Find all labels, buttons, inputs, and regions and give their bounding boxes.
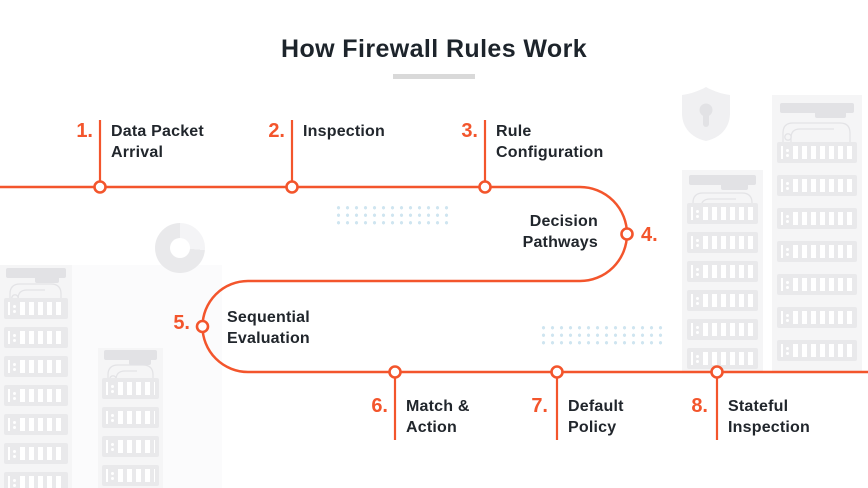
donut-chart-icon [155, 223, 205, 273]
rack-header-tab [720, 185, 749, 190]
rack-unit [686, 290, 759, 311]
server-rack-illustration [98, 348, 163, 488]
rack-unit [777, 274, 857, 295]
step-3-number: 3. [461, 120, 478, 142]
rack-unit [777, 208, 857, 229]
rack-header-bar [103, 350, 158, 360]
rack-header-tab [129, 360, 152, 365]
rack-unit [686, 319, 759, 340]
step-5-number: 5. [173, 312, 190, 334]
rack-header-bar [6, 268, 66, 278]
rack-unit [101, 407, 160, 428]
rack-cables [782, 122, 852, 143]
rack-unit [101, 436, 160, 457]
rack-unit [777, 307, 857, 328]
page-title: How Firewall Rules Work [280, 35, 588, 63]
flow-path-line [0, 185, 868, 374]
rack-header-tab [815, 113, 846, 118]
server-rack-illustration [772, 95, 862, 371]
step-tick-lines [98, 120, 719, 440]
rack-header-bar [689, 175, 756, 185]
rack-unit [4, 327, 68, 348]
rack-unit [777, 142, 857, 163]
rack-unit [4, 298, 68, 319]
step-6-number: 6. [371, 395, 388, 417]
rack-header-bar [780, 103, 854, 113]
rack-unit [4, 414, 68, 435]
step-2-label: Inspection [303, 123, 386, 140]
step-8-number: 8. [691, 395, 708, 417]
step-1-number: 1. [76, 120, 93, 142]
rack-unit [4, 356, 68, 377]
rack-unit [686, 348, 759, 369]
rack-unit [777, 241, 857, 262]
rack-unit [777, 340, 857, 361]
server-rack-illustration [0, 265, 72, 488]
rack-unit [777, 175, 857, 196]
rack-unit [4, 472, 68, 488]
rack-unit [686, 203, 759, 224]
step-2-number: 2. [268, 120, 285, 142]
rack-unit [4, 443, 68, 464]
node-markers [93, 180, 724, 379]
dot-grid-pattern [334, 204, 452, 227]
rack-header-tab [34, 278, 60, 283]
step-7-number: 7. [531, 395, 548, 417]
rack-unit [4, 385, 68, 406]
title-underline [393, 74, 475, 79]
server-rack-illustration [682, 170, 763, 371]
step-6-label: Match &Action [406, 398, 470, 436]
step-4-number: 4. [641, 224, 658, 246]
rack-unit [101, 465, 160, 486]
rack-unit [101, 378, 160, 399]
dot-grid-pattern [539, 324, 666, 347]
rack-unit [686, 261, 759, 282]
rack-unit [686, 232, 759, 253]
shield-icon [682, 87, 730, 141]
